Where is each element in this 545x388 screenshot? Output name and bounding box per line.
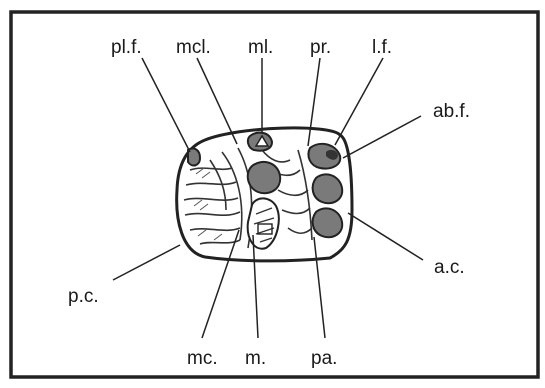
label-plf: pl.f. bbox=[111, 37, 142, 58]
label-pc: p.c. bbox=[68, 286, 99, 307]
label-abf: ab.f. bbox=[433, 101, 470, 122]
label-mcl: mcl. bbox=[176, 37, 211, 58]
central-bundle bbox=[248, 162, 280, 193]
pa-bundle bbox=[313, 208, 343, 237]
label-mc: mc. bbox=[187, 348, 218, 369]
right-middle-bundle bbox=[313, 174, 343, 203]
label-pa: pa. bbox=[311, 348, 337, 369]
label-ac: a.c. bbox=[434, 257, 465, 278]
label-pr: pr. bbox=[310, 37, 331, 58]
label-lf: l.f. bbox=[372, 37, 392, 58]
label-ml: ml. bbox=[248, 37, 273, 58]
label-m: m. bbox=[245, 348, 266, 369]
